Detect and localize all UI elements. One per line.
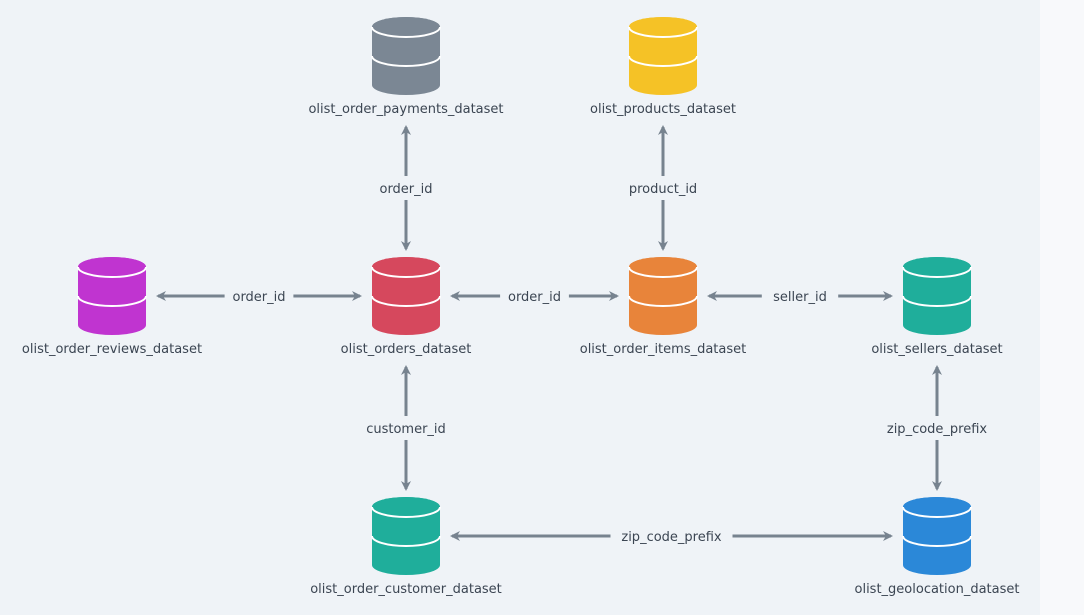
edge-label: order_id <box>232 290 285 305</box>
node-label: olist_order_payments_dataset <box>308 102 503 117</box>
node-label: olist_products_dataset <box>590 102 736 117</box>
node-sellers[interactable]: olist_sellers_dataset <box>871 257 1003 357</box>
edge-label: order_id <box>379 182 432 197</box>
node-orders[interactable]: olist_orders_dataset <box>341 257 472 357</box>
edge-products-items: product_id <box>629 125 697 251</box>
edge-label: seller_id <box>773 290 827 305</box>
edge-customers-geolocation: zip_code_prefix <box>450 530 893 545</box>
edge-label: customer_id <box>366 422 446 437</box>
node-label: olist_sellers_dataset <box>871 342 1002 357</box>
node-label: olist_order_items_dataset <box>580 342 747 357</box>
edge-items-sellers: seller_id <box>707 290 893 305</box>
node-label: olist_geolocation_dataset <box>855 582 1020 597</box>
node-label: olist_orders_dataset <box>341 342 472 357</box>
node-items[interactable]: olist_order_items_dataset <box>580 257 747 357</box>
node-reviews[interactable]: olist_order_reviews_dataset <box>22 257 202 357</box>
node-customers[interactable]: olist_order_customer_dataset <box>310 497 502 597</box>
edge-payments-orders: order_id <box>379 125 433 251</box>
node-geolocation[interactable]: olist_geolocation_dataset <box>855 497 1020 597</box>
edge-label: zip_code_prefix <box>887 422 988 437</box>
node-label: olist_order_reviews_dataset <box>22 342 202 357</box>
edge-orders-items: order_id <box>450 290 619 305</box>
database-icon <box>371 17 441 95</box>
node-payments[interactable]: olist_order_payments_dataset <box>308 17 504 117</box>
edge-label: order_id <box>508 290 561 305</box>
database-icon <box>77 257 147 335</box>
database-icon <box>628 257 698 335</box>
right-margin-strip <box>1040 0 1084 615</box>
database-icon <box>371 497 441 575</box>
edge-reviews-orders: order_id <box>156 290 362 305</box>
database-icon <box>902 497 972 575</box>
edge-label: product_id <box>629 182 697 197</box>
database-icon <box>371 257 441 335</box>
edge-orders-customers: customer_id <box>366 365 446 491</box>
node-products[interactable]: olist_products_dataset <box>590 17 736 117</box>
database-icon <box>628 17 698 95</box>
node-label: olist_order_customer_dataset <box>310 582 502 597</box>
edge-sellers-geolocation: zip_code_prefix <box>887 365 988 491</box>
diagram-canvas <box>0 0 1040 615</box>
database-icon <box>902 257 972 335</box>
edge-label: zip_code_prefix <box>621 530 722 545</box>
